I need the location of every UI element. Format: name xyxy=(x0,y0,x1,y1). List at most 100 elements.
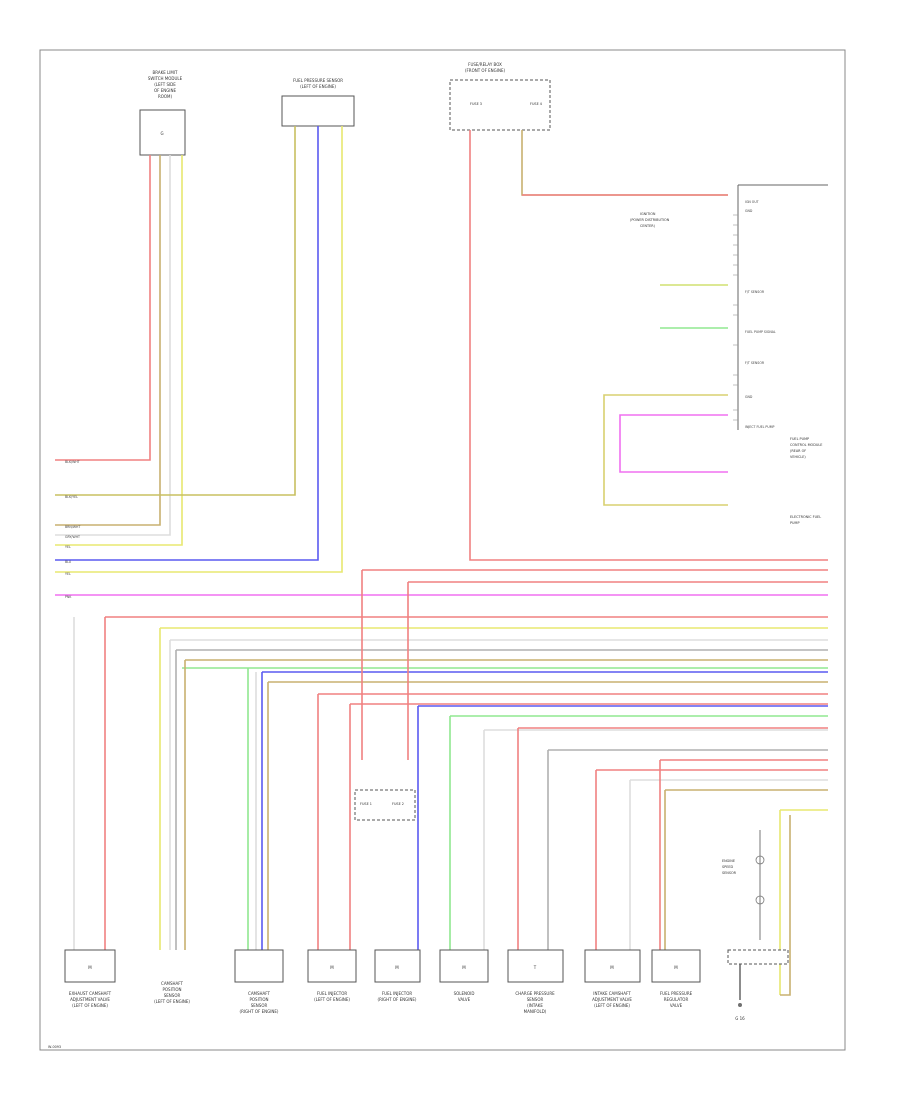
bottom-component-9-code: M xyxy=(674,965,678,970)
wires-top xyxy=(55,126,828,596)
bottom-component-6-label-1: VALVE xyxy=(458,997,471,1002)
mid-relay-label-1: FUSE 2 xyxy=(392,802,404,806)
top-component-2-label-1: (LEFT OF ENGINE) xyxy=(300,84,336,89)
wire-c1-red xyxy=(55,155,151,461)
right-module-side-0: FUEL PUMP xyxy=(790,437,809,441)
top-component-1-label-0: BRAKE LIMIT xyxy=(152,70,178,75)
ground-icon xyxy=(738,1003,742,1007)
bottom-component-8-code: M xyxy=(610,965,614,970)
left-wire-2: BRN/WHT xyxy=(65,525,80,529)
bottom-component-4-box xyxy=(307,949,357,983)
bottom-component-3-label-0: CAMSHAFT xyxy=(248,991,270,996)
drop-b10-b xyxy=(780,815,791,996)
top-component-2: FUEL PRESSURE SENSOR (LEFT OF ENGINE) xyxy=(281,78,355,127)
top-component-3-label-0: FUSE/RELAY BOX xyxy=(468,62,502,67)
mid-relay-label-0: FUSE 1 xyxy=(360,802,372,806)
top-component-1-label-3: OF ENGINE xyxy=(154,88,177,93)
left-wire-5: BLU xyxy=(65,560,72,564)
right-module-side-2: (REAR OF xyxy=(790,449,806,453)
wire-c1-yellow xyxy=(55,155,183,546)
figure-id: W-0093 xyxy=(48,1045,61,1049)
bottom-component-6-code: M xyxy=(462,965,466,970)
bottom-component-4-code: M xyxy=(330,965,334,970)
bottom-component-5-label-0: FUEL INJECTOR xyxy=(382,991,413,996)
top-component-2-box xyxy=(281,95,355,127)
bottom-component-9-box xyxy=(651,949,701,983)
top-component-1-box xyxy=(139,109,186,156)
mid-relay-box xyxy=(354,789,416,821)
left-wire-labels: BLK/WHT BLK/YEL BRN/WHT GRY/WHT YEL BLU … xyxy=(65,460,80,599)
right-module-note-2: CENTER) xyxy=(640,224,656,228)
top-component-3-label-1: (FRONT OF ENGINE) xyxy=(465,68,506,73)
bottom-component-5: M FUEL INJECTOR (RIGHT OF ENGINE) xyxy=(374,949,421,1002)
bottom-component-4-label-1: (LEFT OF ENGINE) xyxy=(314,997,350,1002)
left-wire-6: YEL xyxy=(65,572,71,576)
diagram-frame xyxy=(39,49,846,1051)
left-wire-0: BLK/WHT xyxy=(65,460,80,464)
right-module-side-1: CONTROL MODULE xyxy=(790,443,822,447)
bottom-component-7-label-1: SENSOR xyxy=(527,997,544,1002)
wires-drops xyxy=(73,570,791,1000)
right-module-pin-ticks xyxy=(733,214,738,421)
bottom-component-7-label-0: CHARGE PRESSURE xyxy=(515,991,555,996)
bottom-component-8-label-2: (LEFT OF ENGINE) xyxy=(594,1003,630,1008)
bottom-component-3: CAMSHAFT POSITION SENSOR (RIGHT OF ENGIN… xyxy=(234,949,284,1014)
left-wire-1: BLK/YEL xyxy=(65,495,78,499)
wires-bus xyxy=(105,569,828,811)
bottom-component-7-label-3: MANIFOLD) xyxy=(524,1009,547,1014)
wire-c1-tan xyxy=(55,155,161,526)
right-module-side-5: PUMP xyxy=(790,521,800,525)
bottom-component-2-label-0: CAMSHAFT xyxy=(161,981,183,986)
mid-relay: FUSE 1 FUSE 2 xyxy=(354,789,416,821)
bottom-component-1-code: M xyxy=(88,965,92,970)
wire-c3-tan xyxy=(521,130,728,196)
bottom-component-10-label-0: G 16 xyxy=(735,1016,745,1021)
bottom-component-3-label-2: SENSOR xyxy=(251,1003,268,1008)
engine-speed-sensor: ENGINE SPEED SENSOR xyxy=(722,830,765,940)
top-component-1-label-2: (LEFT SIDE xyxy=(154,82,176,87)
wire-loop-pink xyxy=(619,414,728,473)
top-component-1-label-4: ROOM) xyxy=(158,94,173,99)
bottom-component-3-label-3: (RIGHT OF ENGINE) xyxy=(240,1009,279,1014)
bottom-component-7: T CHARGE PRESSURE SENSOR (INTAKE MANIFOL… xyxy=(507,949,564,1014)
bottom-component-2-label-1: POSITION xyxy=(162,987,181,992)
bottom-component-2-label-2: SENSOR xyxy=(164,993,181,998)
bottom-component-4: M FUEL INJECTOR (LEFT OF ENGINE) xyxy=(307,949,357,1002)
bottom-component-8-label-0: INTAKE CAMSHAFT xyxy=(593,991,631,996)
wire-loop-tan xyxy=(603,394,728,506)
left-wire-7: PNK xyxy=(65,595,72,599)
bottom-component-6-box xyxy=(439,949,489,983)
right-module-note-1: (POWER DISTRIBUTION xyxy=(630,218,670,222)
bottom-component-7-box xyxy=(507,949,564,983)
wire-c2-olive xyxy=(55,126,296,496)
bottom-component-4-label-0: FUEL INJECTOR xyxy=(317,991,348,996)
bottom-component-2-label-3: (LEFT OF ENGINE) xyxy=(154,999,190,1004)
bottom-component-6: M SOLENOID VALVE xyxy=(439,949,489,1002)
bottom-component-6-label-0: SOLENOID xyxy=(454,991,475,996)
bottom-component-10-box xyxy=(727,949,789,965)
right-module-pin-5: GND xyxy=(745,395,753,399)
left-wire-4: YEL xyxy=(65,545,71,549)
bottom-component-1-label-1: ADJUSTMENT VALVE xyxy=(70,997,110,1002)
bottom-component-9-label-2: VALVE xyxy=(670,1003,683,1008)
bottom-component-3-label-1: POSITION xyxy=(249,997,268,1002)
bottom-component-9-label-0: FUEL PRESSURE xyxy=(660,991,693,996)
right-module-pin-6: INJECT FUEL PUMP xyxy=(745,425,774,429)
engine-sensor-label-1: SPEED xyxy=(722,865,733,869)
top-component-3: FUSE/RELAY BOX (FRONT OF ENGINE) FUSE 3 … xyxy=(449,62,551,131)
right-module-side-4: ELECTRONIC FUEL xyxy=(790,515,821,519)
wire-c2-blue xyxy=(55,126,319,561)
top-component-2-label-0: FUEL PRESSURE SENSOR xyxy=(293,78,343,83)
engine-sensor-label-2: SENSOR xyxy=(722,871,737,875)
bottom-component-2: CAMSHAFT POSITION SENSOR (LEFT OF ENGINE… xyxy=(154,981,190,1004)
top-component-1-label-1: SWITCH MODULE xyxy=(148,76,183,81)
right-module: IGN OUT GND F/T SENSOR FUEL PUMP SIGNAL … xyxy=(630,184,828,525)
bottom-component-1-box xyxy=(64,949,116,983)
right-module-note-0: IGNITION xyxy=(640,212,656,216)
bottom-component-8-box xyxy=(584,949,641,983)
engine-sensor-label-0: ENGINE xyxy=(722,859,735,863)
top-component-1: BRAKE LIMIT SWITCH MODULE (LEFT SIDE OF … xyxy=(139,70,186,156)
left-wire-3: GRY/WHT xyxy=(65,535,80,539)
bottom-component-8-label-1: ADJUSTMENT VALVE xyxy=(592,997,632,1002)
